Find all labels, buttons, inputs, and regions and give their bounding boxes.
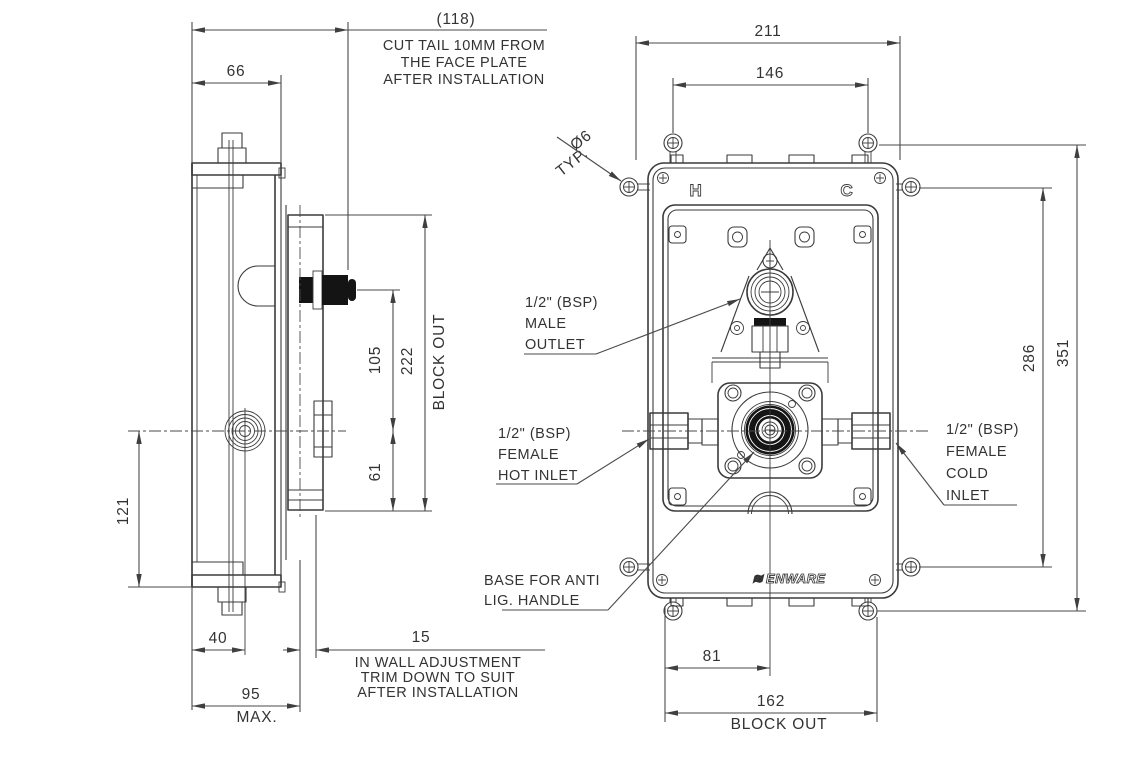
note-cut-tail: CUT TAIL 10MM FROM THE FACE PLATE AFTER …: [383, 38, 545, 88]
knockouts: [727, 226, 815, 248]
svg-text:AFTER INSTALLATION: AFTER INSTALLATION: [383, 72, 545, 88]
outlet-elbow-dome: [237, 265, 275, 307]
svg-text:THE FACE PLATE: THE FACE PLATE: [401, 55, 528, 71]
dim-blockout-front: BLOCK OUT: [731, 716, 828, 733]
label-male-outlet: 1/2" (BSP) MALE OUTLET: [524, 295, 741, 355]
dim-351: 351: [1055, 339, 1072, 367]
dia6-callout: Ø6 TYP.: [553, 127, 622, 182]
dim-222: 222: [399, 347, 416, 375]
brand-logo: ≋ ENWARE: [752, 571, 826, 587]
dim-162: 162: [757, 693, 785, 710]
screw-icon: [656, 574, 668, 586]
screw-icon: [657, 172, 669, 184]
svg-text:MALE: MALE: [525, 316, 567, 332]
dim-211: 211: [754, 23, 781, 40]
svg-text:OUTLET: OUTLET: [525, 337, 585, 353]
mounting-lug-top: [217, 132, 247, 164]
corner-screws: [656, 172, 886, 586]
front-view-labels: 1/2" (BSP) MALE OUTLET 1/2" (BSP) FEMALE…: [484, 295, 1019, 611]
side-view-dimensions: (118) 66 105 61 222 BLOCK OUT 121 40 15 …: [115, 11, 547, 726]
label-cold-inlet: 1/2" (BSP) FEMALE COLD INLET: [895, 422, 1019, 506]
front-view: H C: [619, 133, 928, 676]
svg-text:FEMALE: FEMALE: [498, 447, 559, 463]
brand-name: ENWARE: [766, 571, 825, 586]
face-plate-outer: [647, 162, 899, 599]
svg-text:IN WALL ADJUSTMENT: IN WALL ADJUSTMENT: [355, 655, 522, 671]
dim-61: 61: [367, 463, 384, 482]
dim-118: (118): [436, 11, 475, 28]
svg-text:CUT TAIL 10MM FROM: CUT TAIL 10MM FROM: [383, 38, 545, 54]
svg-text:FEMALE: FEMALE: [946, 444, 1007, 460]
dim-286: 286: [1021, 344, 1038, 372]
side-view: [128, 22, 356, 710]
dim-typ: TYP.: [553, 145, 592, 180]
hot-marker: H: [689, 181, 702, 200]
svg-text:AFTER INSTALLATION: AFTER INSTALLATION: [357, 685, 519, 701]
dim-15: 15: [412, 629, 431, 646]
cold-marker: C: [840, 181, 853, 200]
dim-95: 95: [242, 686, 261, 703]
screw-icon: [874, 172, 886, 184]
svg-text:LIG. HANDLE: LIG. HANDLE: [484, 593, 580, 609]
svg-text:COLD: COLD: [946, 466, 988, 482]
handle-base-dome: [747, 491, 793, 515]
dim-66: 66: [227, 63, 246, 80]
mounting-lug-bottom: [217, 586, 247, 616]
screw-icon: [869, 574, 881, 586]
dim-40: 40: [209, 630, 228, 647]
dim-95-suffix: MAX.: [236, 709, 277, 726]
inner-panel: [662, 204, 879, 512]
svg-text:1/2" (BSP): 1/2" (BSP): [946, 422, 1019, 438]
front-view-dimensions: 211 146 Ø6 TYP. 286 351 81 162 BLOCK OUT: [553, 23, 1086, 733]
hex-fitting-side: [313, 400, 333, 458]
svg-text:INLET: INLET: [946, 488, 990, 504]
note-in-wall: IN WALL ADJUSTMENT TRIM DOWN TO SUIT AFT…: [355, 655, 522, 701]
svg-text:HOT INLET: HOT INLET: [498, 468, 578, 484]
dim-blockout-side: BLOCK OUT: [431, 314, 448, 411]
svg-text:TRIM DOWN TO SUIT: TRIM DOWN TO SUIT: [361, 670, 516, 686]
dim-146: 146: [756, 65, 784, 82]
label-hot-inlet: 1/2" (BSP) FEMALE HOT INLET: [496, 426, 650, 485]
threaded-outlet-tail: [299, 270, 356, 310]
label-handle-base: BASE FOR ANTI LIG. HANDLE: [484, 451, 755, 611]
svg-text:BASE FOR ANTI: BASE FOR ANTI: [484, 573, 600, 589]
plate-tabs: [670, 154, 869, 607]
fixing-screws: [619, 133, 921, 621]
in-wall-body: [287, 214, 324, 511]
svg-text:1/2" (BSP): 1/2" (BSP): [498, 426, 571, 442]
dim-105: 105: [367, 346, 384, 374]
dim-81: 81: [703, 648, 722, 665]
wave-icon: ≋: [752, 571, 764, 586]
dim-121: 121: [115, 497, 132, 525]
svg-text:1/2" (BSP): 1/2" (BSP): [525, 295, 598, 311]
panel-corner-tabs: [668, 225, 872, 506]
